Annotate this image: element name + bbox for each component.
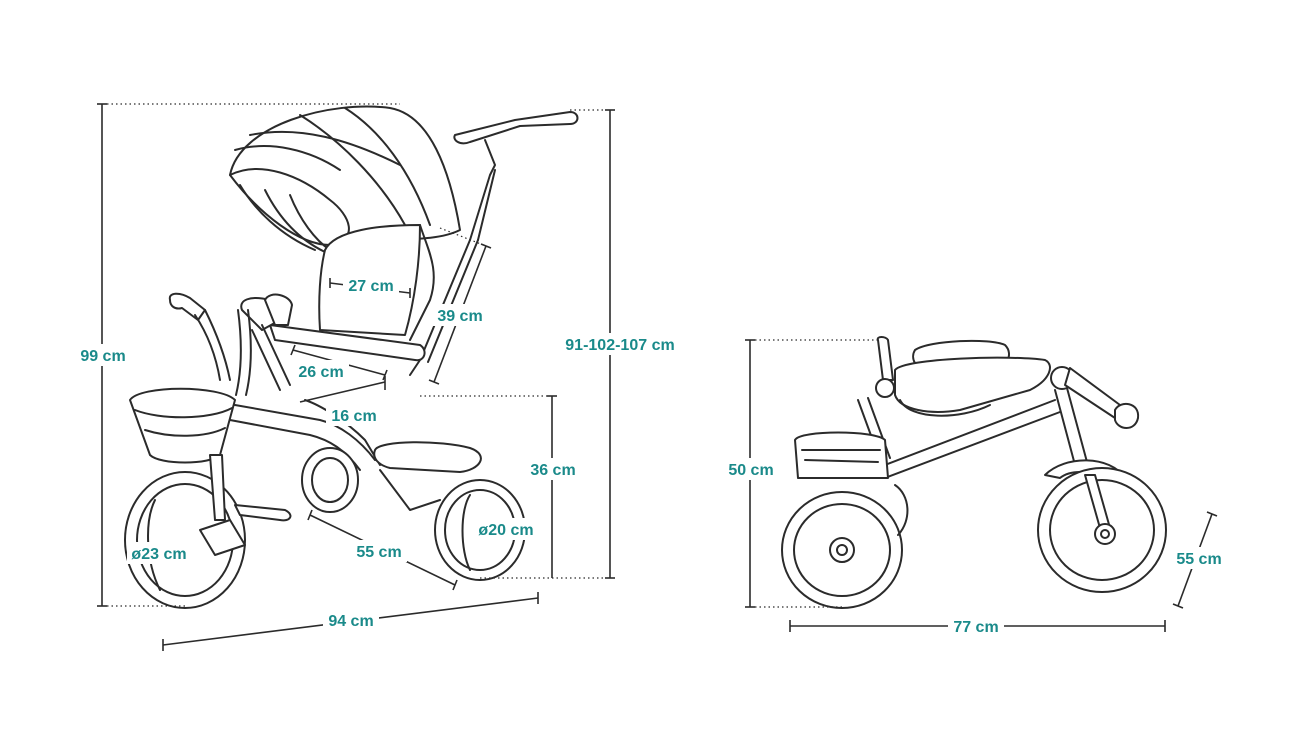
label-folded-height: 50 cm xyxy=(728,462,773,479)
label-backrest-height: 39 cm xyxy=(437,308,482,325)
label-seat-height: 36 cm xyxy=(530,462,575,479)
label-backrest-width: 27 cm xyxy=(348,278,393,295)
label-folded-width: 55 cm xyxy=(1176,551,1221,568)
label-folded-length: 77 cm xyxy=(953,619,998,636)
label-height-total: 99 cm xyxy=(80,348,125,365)
label-length-total: 94 cm xyxy=(328,613,373,630)
dimension-labels: 99 cm 91-102-107 cm 27 cm 39 cm 26 cm 16… xyxy=(74,274,1227,637)
label-wheelbase: 55 cm xyxy=(356,544,401,561)
label-handle-height: 91-102-107 cm xyxy=(565,337,674,354)
folded-tricycle-drawing xyxy=(781,336,1167,609)
label-seat-width: 16 cm xyxy=(331,408,376,425)
label-front-wheel: ø23 cm xyxy=(131,546,186,563)
label-rear-wheel: ø20 cm xyxy=(478,522,533,539)
label-seat-depth: 26 cm xyxy=(298,364,343,381)
